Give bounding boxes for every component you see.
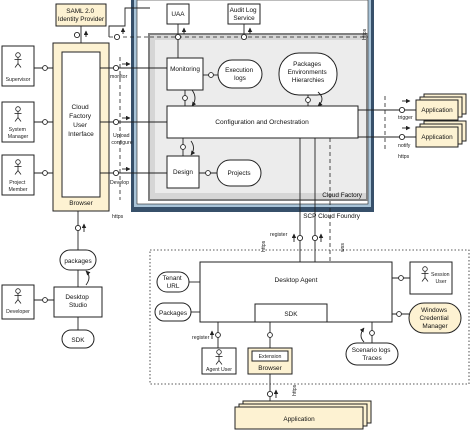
design-box — [166, 155, 200, 189]
port-circle — [112, 169, 120, 177]
port-circle — [208, 72, 214, 78]
desktop-agent-label: Desktop Agent — [275, 277, 318, 284]
port-circle — [398, 275, 404, 281]
port-circle — [205, 170, 211, 176]
port-circle — [267, 332, 273, 338]
monitoring-box — [166, 57, 204, 91]
port-circle — [305, 97, 311, 103]
port-circle — [74, 224, 82, 232]
system-manager-actor — [1, 101, 35, 143]
port-circle — [42, 170, 48, 176]
cloud-factory-ui-label: Cloud Factory User Interface — [68, 104, 94, 138]
upload-configure-label: Upload configure — [111, 133, 132, 146]
cloud-factory-ui — [61, 51, 101, 198]
windows-credential-manager — [408, 302, 462, 334]
scenario-logs-traces-label: Scenario logs Traces — [352, 347, 393, 362]
port-circle — [112, 64, 120, 72]
agent-user-label: Agent User — [206, 367, 232, 373]
execution-logs-label: Execution logs — [225, 67, 255, 82]
application-bottom: Application — [234, 400, 372, 430]
port-circle — [174, 33, 182, 41]
https-label-right: https — [398, 154, 410, 160]
https-label-bottom: https — [292, 384, 298, 396]
port-circle — [398, 133, 406, 141]
register-label-bottom: register — [192, 335, 210, 341]
packages-left-label: packages — [64, 258, 91, 265]
execution-logs — [217, 59, 263, 89]
system-manager-label: System Manager — [8, 127, 29, 140]
https-label-top: https — [362, 28, 368, 40]
developer-actor — [1, 284, 35, 320]
port-circle — [42, 65, 48, 71]
application-top: Application — [415, 93, 467, 121]
port-circle — [112, 118, 120, 126]
https-label-ui: https — [112, 214, 124, 220]
port-circle — [73, 31, 81, 39]
port-circle — [42, 119, 48, 125]
cloud-factory-label: Cloud Factory — [322, 192, 363, 199]
browser-label: Browser — [69, 200, 93, 207]
desktop-studio-label: Desktop Studio — [65, 294, 90, 309]
application-top-label: Application — [421, 107, 453, 114]
port-circle — [215, 332, 221, 338]
uaa-label: UAA — [171, 11, 185, 18]
session-user-label: Session User — [431, 272, 451, 285]
monitor-label: monitor — [110, 74, 128, 80]
port-circle — [42, 297, 48, 303]
extension-box — [251, 350, 289, 362]
port-circle — [113, 33, 121, 41]
developer-label: Developer — [6, 309, 30, 315]
project-member-actor — [1, 154, 35, 196]
configuration-orchestration-label: Configuration and Orchestration — [215, 119, 309, 126]
session-user-actor — [409, 261, 453, 295]
port-circle — [369, 330, 375, 336]
extension-label: Extension — [259, 354, 282, 360]
sdk-agent-label: SDK — [284, 311, 298, 318]
wss-label: wss — [340, 243, 346, 252]
project-member-label: Project Member — [8, 180, 27, 193]
trigger-label: trigger — [398, 115, 413, 121]
port-circle — [180, 144, 186, 150]
application-middle-label: Application — [421, 134, 453, 141]
https-label-agent: https — [261, 240, 267, 252]
saml-identity-provider-label: SAML 2.0 Identity Provider — [58, 8, 105, 23]
notify-label: notify — [398, 143, 411, 149]
application-middle: Application — [415, 120, 467, 148]
scp-cloud-foundry-label: SCP Cloud Foundry — [303, 213, 361, 220]
develop-label: Develop — [110, 180, 129, 186]
monitoring-label: Monitoring — [170, 66, 200, 73]
projects-label: Projects — [227, 170, 250, 177]
extension-browser-label: Browser — [258, 365, 282, 372]
tenant-url-label: Tenant URL — [163, 275, 184, 290]
port-circle — [240, 33, 248, 41]
port-circle — [182, 95, 188, 101]
port-circle — [266, 390, 274, 398]
audit-log-service-label: Audit Log Service — [230, 7, 259, 22]
packages-agent-label: Packages — [159, 310, 187, 317]
sdk-left-label: SDK — [71, 337, 85, 344]
port-circle — [296, 234, 304, 242]
port-circle — [396, 311, 402, 317]
port-circle — [398, 106, 406, 114]
design-label: Design — [173, 169, 193, 176]
register-label-top: register — [270, 232, 288, 238]
packages-environments-label: Packages Environments Hierarchies — [288, 61, 329, 84]
windows-credential-manager-label: Windows Credential Manager — [420, 307, 451, 330]
supervisor-label: Supervisor — [6, 77, 31, 83]
port-circle — [311, 234, 319, 242]
application-bottom-label: Application — [283, 416, 315, 423]
sdk-agent — [254, 303, 328, 323]
